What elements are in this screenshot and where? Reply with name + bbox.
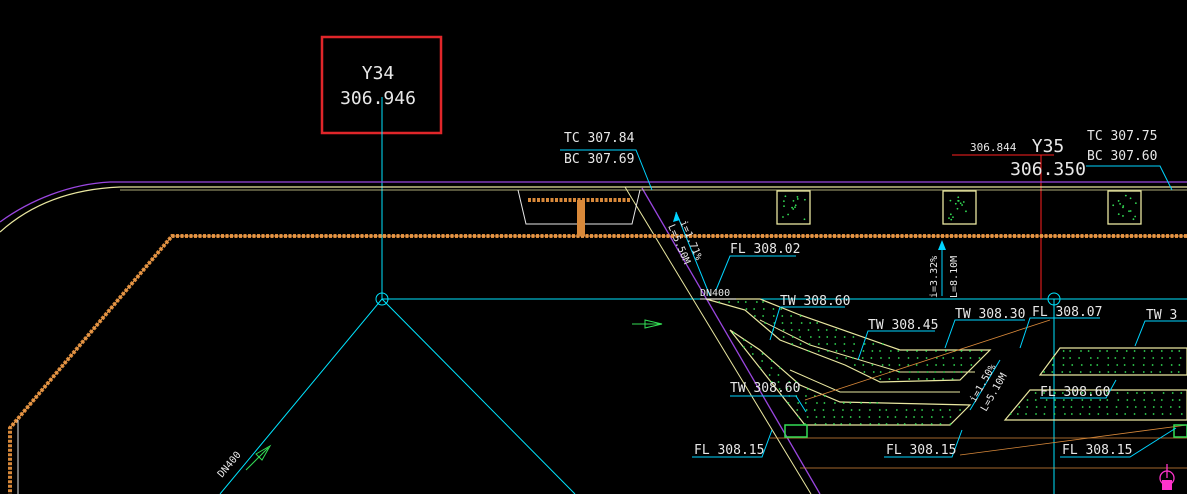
leader-fl-308-15b — [884, 429, 963, 458]
leader-tw-308-60a — [769, 306, 845, 341]
tw-label-308-45: TW 308.45 — [868, 318, 938, 333]
leader-fl-308-07 — [1019, 317, 1100, 349]
slope-arrow-icon — [938, 240, 946, 250]
flow-line — [959, 424, 1187, 456]
leader-fl-308-60 — [1040, 379, 1117, 399]
bed-hatch — [718, 301, 1183, 425]
leader-tw-edge — [1134, 320, 1187, 347]
tw-label-308-60b: TW 308.60 — [730, 381, 800, 396]
fl-label-308-15a: FL 308.15 — [694, 443, 764, 458]
tw-label-308-30: TW 308.30 — [955, 307, 1025, 322]
y35-side-elevation: 306.844 — [970, 141, 1017, 154]
curb-top-yellow — [0, 186, 1187, 233]
ucs-marker-icon — [1159, 464, 1175, 490]
pipe-label-dn-top: DN400 — [700, 288, 730, 299]
slope-arrow-line — [675, 211, 711, 297]
slope-arrow-line — [969, 359, 1001, 411]
tw-label-edge: TW 3 — [1146, 308, 1177, 323]
leader-tw-308-60b — [730, 395, 807, 413]
entry-column — [577, 200, 585, 236]
leader-tc2 — [1086, 165, 1173, 191]
planter-hatch — [782, 194, 1137, 221]
fl-label-308-60: FL 308.60 — [1040, 385, 1110, 400]
leader-tw-308-45 — [857, 330, 935, 361]
y34-point-name: Y34 — [362, 63, 395, 84]
bc-label-1: BC 307.69 — [564, 152, 634, 167]
pipe-label-dn-bottom: DN400 — [216, 450, 244, 480]
wall-orange — [8, 234, 1187, 494]
y35-point-name: Y35 — [1032, 136, 1065, 157]
leader-tc1 — [560, 149, 653, 191]
flow-arrow-icon — [632, 319, 663, 329]
fl-label-308-15b: FL 308.15 — [886, 443, 956, 458]
slope-label-a: i=3.32% — [929, 256, 940, 298]
pipe-node-icon[interactable] — [1047, 292, 1061, 306]
leader-fl-308-15c — [1060, 427, 1177, 458]
leader-fl-308-02 — [715, 255, 796, 291]
tc-label-1: TC 307.84 — [564, 131, 635, 146]
flow-line — [804, 319, 1051, 401]
tw-label-308-60a: TW 308.60 — [780, 294, 850, 309]
wall-orange-inner — [9, 235, 1187, 429]
property-line-purple — [641, 187, 821, 494]
y35-elevation: 306.350 — [1010, 159, 1086, 180]
tc-label-2: TC 307.75 — [1087, 129, 1157, 144]
planter-box — [776, 190, 1142, 225]
fl-label-308-15c: FL 308.15 — [1062, 443, 1132, 458]
catch-basin — [1173, 424, 1187, 438]
fl-label-308-07: FL 308.07 — [1032, 305, 1102, 320]
leader-tw-308-30 — [944, 319, 1025, 349]
landscape-beds — [705, 298, 1187, 426]
curb-diagonal-yellow — [624, 186, 812, 494]
catch-basin — [784, 424, 808, 438]
slope-length-a: L=8.10M — [949, 256, 960, 298]
fl-label-308-02: FL 308.02 — [730, 242, 800, 257]
slope-arrow-icon — [673, 212, 680, 222]
leader-fl-308-15a — [692, 429, 773, 458]
gridline-diagonal-right — [381, 298, 576, 494]
flow-arrow-icon — [245, 444, 272, 471]
curb-outer-purple — [0, 181, 1187, 223]
bc-label-2: BC 307.60 — [1087, 149, 1157, 164]
gridline-diagonal-left — [219, 298, 383, 494]
pipe-node-icon[interactable] — [375, 292, 389, 306]
y34-elevation: 306.946 — [340, 88, 416, 109]
